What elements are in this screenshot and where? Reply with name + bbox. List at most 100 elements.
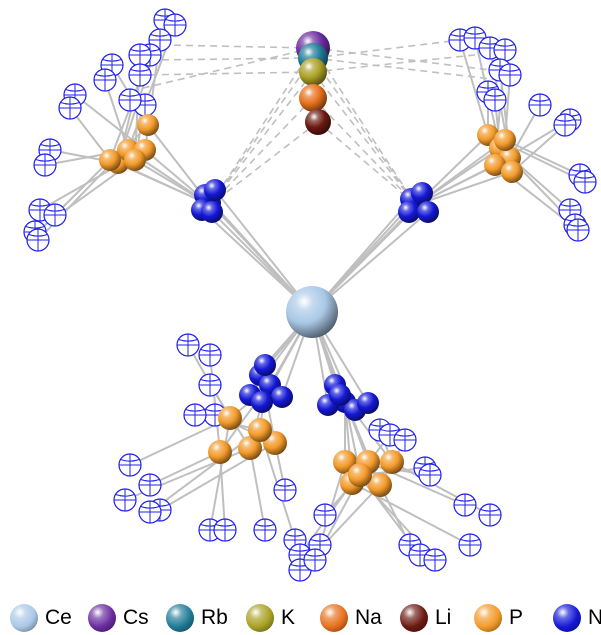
alkali-n-contact — [317, 121, 417, 206]
na-atom — [299, 84, 327, 112]
hydrogen-atom — [93, 68, 117, 92]
cs-ball-icon — [88, 604, 116, 632]
hydrogen-atom — [498, 63, 522, 87]
hydrogen-atom — [313, 503, 337, 527]
hydrogen-atom — [453, 493, 477, 517]
p-atom — [494, 129, 516, 151]
alkali-n-contact — [209, 71, 314, 206]
li-atom — [305, 109, 331, 135]
alkali-contact — [312, 57, 501, 81]
alkali-contact — [139, 71, 314, 76]
hydrogen-atom — [213, 518, 237, 542]
n-atom — [357, 392, 379, 414]
hydrogen-atom — [418, 463, 442, 487]
li-ball-icon — [400, 604, 428, 632]
hydrogen-atom — [483, 88, 507, 112]
p-atom — [501, 161, 523, 183]
hydrogen-atom — [553, 113, 577, 137]
hydrogen-atom — [458, 533, 482, 557]
alkali-n-contact — [209, 57, 314, 206]
p-atom — [124, 149, 146, 171]
hydrogen-atom — [528, 93, 552, 117]
legend-item-k: K — [246, 603, 295, 633]
hydrogen-atom — [573, 170, 597, 194]
hydrogen-atoms — [23, 8, 597, 582]
legend-label-li: Li — [435, 606, 452, 629]
hydrogen-atom — [478, 503, 502, 527]
n-atom — [417, 201, 439, 223]
p-atom — [218, 406, 242, 430]
alkali-n-contact — [209, 97, 314, 206]
hydrogen-atom — [113, 488, 137, 512]
hydrogen-atom — [138, 473, 162, 497]
hydrogen-atom — [128, 43, 152, 67]
p-c-bond — [54, 159, 111, 216]
alkali-n-contact — [312, 97, 417, 206]
p-c-bond — [504, 139, 581, 176]
legend-item-ce: Ce — [10, 603, 72, 633]
n-atom — [411, 182, 433, 204]
legend-item-n: N — [553, 603, 601, 633]
k-ball-icon — [246, 604, 274, 632]
hydrogen-atom — [303, 548, 327, 572]
alkali-contact — [312, 39, 461, 59]
n-atom — [271, 386, 293, 408]
p-atom — [248, 418, 272, 442]
alkali-n-contact — [209, 47, 314, 206]
legend-label-rb: Rb — [201, 606, 228, 629]
legend-item-li: Li — [400, 603, 451, 633]
p-atom — [380, 450, 404, 474]
legend-item-na: Na — [320, 603, 382, 633]
p-ball-icon — [474, 604, 502, 632]
p-atom — [99, 149, 121, 171]
p-c-bond — [319, 461, 346, 546]
legend-item-p: P — [474, 603, 523, 633]
alkali-n-contact — [209, 121, 319, 206]
hydrogen-atom — [198, 373, 222, 397]
hydrogen-atom — [118, 453, 142, 477]
na-ball-icon — [320, 604, 348, 632]
alkali-contact — [312, 54, 476, 73]
n-atom — [329, 384, 351, 406]
n-atom — [201, 201, 223, 223]
element-legend: Ce Cs Rb K Na Li P N — [0, 600, 601, 635]
hydrogen-atom — [128, 63, 152, 87]
hydrogen-atom — [273, 478, 297, 502]
legend-label-na: Na — [355, 606, 382, 629]
p-atom — [348, 463, 372, 487]
hydrogen-atom — [163, 13, 187, 37]
legend-label-n: N — [588, 606, 601, 629]
alkali-contact — [149, 57, 314, 61]
hydrogen-atom — [33, 153, 57, 177]
molecular-structure-diagram — [23, 8, 597, 582]
alkali-contact — [134, 47, 314, 91]
legend-label-p: P — [509, 606, 524, 629]
alkali-n-contact — [312, 57, 417, 206]
hydrogen-atom — [393, 428, 417, 452]
n-atom — [398, 201, 420, 223]
n-atom — [251, 391, 273, 413]
hydrogen-atom — [566, 218, 590, 242]
p-c-bond — [104, 79, 129, 151]
p-atom — [238, 436, 262, 460]
n-ball-icon — [553, 604, 581, 632]
hydrogen-atom — [176, 333, 200, 357]
p-c-bond — [249, 447, 266, 531]
hydrogen-atom — [423, 548, 447, 572]
alkali-n-contact — [312, 47, 417, 206]
n-atom — [254, 354, 276, 376]
p-atom — [368, 473, 392, 497]
legend-item-rb: Rb — [166, 603, 228, 633]
hydrogen-atom — [26, 228, 50, 252]
legend-label-cs: Cs — [123, 606, 149, 629]
hydrogen-atom — [138, 500, 162, 524]
p-c-bond — [219, 451, 226, 531]
n-atom — [204, 179, 226, 201]
p-atom — [484, 154, 506, 176]
alkali-contact — [312, 47, 491, 71]
hydrogen-atom — [58, 96, 82, 120]
rb-ball-icon — [166, 604, 194, 632]
heavy-atoms — [99, 31, 523, 497]
ce-ball-icon — [10, 604, 38, 632]
p-c-bond — [209, 417, 231, 531]
